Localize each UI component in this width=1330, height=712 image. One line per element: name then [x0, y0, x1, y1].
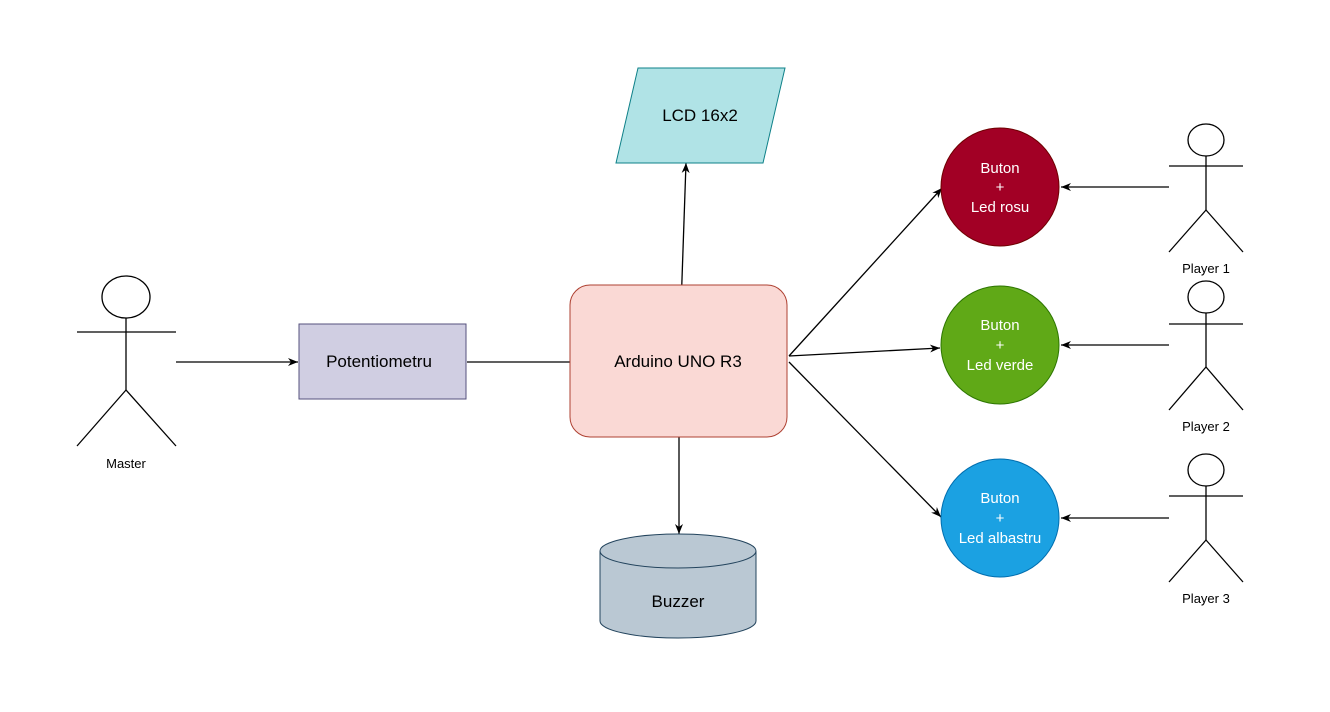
edge-arduino-to-red: [788, 187, 943, 357]
buzzer-node: Buzzer: [599, 533, 757, 639]
lcd-label: LCD 16x2: [662, 106, 738, 125]
button-led-blue-line3: Led albastru: [959, 530, 1042, 547]
actor-player-1: Player 1: [1168, 123, 1244, 276]
potentiometer-shape: [299, 324, 466, 399]
edge-arduino-to-blue: [788, 361, 942, 518]
button-led-blue-shape: [941, 459, 1059, 577]
actor-master-label: Master: [106, 456, 146, 471]
stick-figure-icon: [76, 275, 177, 447]
buzzer-shape: [600, 534, 756, 638]
button-led-green-shape: [941, 286, 1059, 404]
potentiometer-node: Potentiometru: [298, 323, 467, 400]
arduino-outline: [569, 284, 788, 438]
button-led-red-shape: [941, 128, 1059, 246]
stick-figure-icon: [1168, 123, 1244, 253]
lcd-shape: [616, 68, 785, 163]
buzzer-outline: [599, 533, 757, 639]
stick-figure-icon: [1168, 453, 1244, 583]
button-led-blue-outline: [940, 458, 1060, 578]
button-led-green-line2: +: [996, 337, 1005, 354]
button-led-green-line1: Buton: [980, 317, 1019, 334]
button-led-green-line3: Led verde: [967, 357, 1034, 374]
arduino-label: Arduino UNO R3: [614, 352, 742, 371]
buzzer-label: Buzzer: [652, 592, 705, 611]
lcd-node: LCD 16x2: [615, 67, 786, 164]
button-led-green-outline: [940, 285, 1060, 405]
button-led-red-node: Buton + Led rosu: [940, 127, 1060, 247]
potentiometer-label: Potentiometru: [326, 352, 432, 371]
actor-player-3-label: Player 3: [1182, 591, 1230, 606]
actor-player-2-label: Player 2: [1182, 419, 1230, 434]
edge-arduino-to-green: [788, 344, 941, 357]
potentiometer-outline: [298, 323, 467, 400]
stick-figure-icon: [1168, 280, 1244, 411]
button-led-red-line1: Buton: [980, 160, 1019, 177]
button-led-blue-node: Buton + Led albastru: [940, 458, 1060, 578]
arduino-shape: [570, 285, 787, 437]
button-led-blue-line1: Buton: [980, 490, 1019, 507]
actor-player-1-label: Player 1: [1182, 261, 1230, 276]
arduino-node: Arduino UNO R3: [569, 284, 788, 438]
lcd-outline: [615, 67, 786, 164]
edges: [176, 162, 1169, 534]
button-led-green-node: Buton + Led verde: [940, 285, 1060, 405]
button-led-red-outline: [940, 127, 1060, 247]
button-led-blue-line2: +: [996, 510, 1005, 527]
actor-player-3: Player 3: [1168, 453, 1244, 606]
edge-arduino-to-lcd: [680, 162, 690, 309]
actor-master: Master: [76, 275, 177, 471]
actor-player-2: Player 2: [1168, 280, 1244, 434]
button-led-red-line2: +: [996, 179, 1005, 196]
button-led-red-line3: Led rosu: [971, 199, 1029, 216]
